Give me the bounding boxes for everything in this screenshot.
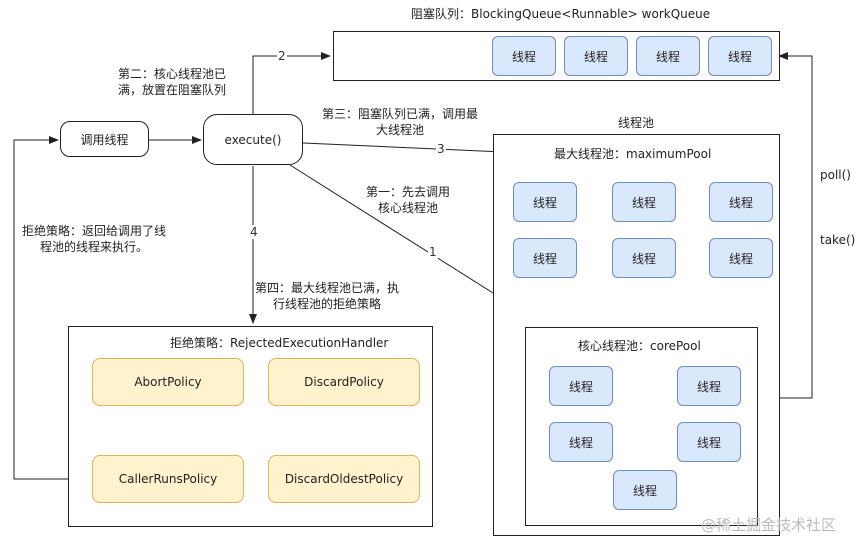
watermark: @稀土掘金技术社区 xyxy=(701,516,837,534)
core-pool-thread: 线程 xyxy=(613,470,677,510)
edge-reject xyxy=(13,136,92,480)
max-pool-title: 最大线程池：maximumPool xyxy=(554,147,712,161)
step4-label: 第四：最大线程池已满，执行线程池的拒绝策略 xyxy=(255,281,400,311)
execute-node: execute() xyxy=(203,114,303,165)
queue-thread: 线程 xyxy=(492,36,556,76)
rejection-handler-title: 拒绝策略：RejectedExecutionHandler xyxy=(170,336,389,350)
discard-oldest-policy: DiscardOldestPolicy xyxy=(268,455,420,503)
core-pool-title: 核心线程池：corePool xyxy=(578,339,701,353)
discard-policy: DiscardPolicy xyxy=(268,358,420,406)
take-label: take() xyxy=(820,233,856,247)
step1-label: 第一：先去调用核心线程池 xyxy=(366,185,451,215)
max-pool-thread: 线程 xyxy=(513,238,577,278)
edge-step2 xyxy=(252,52,331,115)
caller-thread-node: 调用线程 xyxy=(60,121,149,157)
step3-number: 3 xyxy=(436,142,446,156)
core-pool-thread: 线程 xyxy=(549,366,613,406)
blocking-queue-title: 阻塞队列：BlockingQueue<Runnable> workQueue xyxy=(411,7,711,21)
queue-thread: 线程 xyxy=(708,36,772,76)
blocking-queue xyxy=(333,31,780,81)
reject-return-label: 拒绝策略：返回给调用了线程池的线程来执行。 xyxy=(22,224,167,254)
max-pool-thread: 线程 xyxy=(709,182,773,222)
core-pool-thread: 线程 xyxy=(677,366,741,406)
max-pool-thread: 线程 xyxy=(513,182,577,222)
core-pool-thread: 线程 xyxy=(549,422,613,462)
step2-label: 第二：核心线程池已满，放置在阻塞队列 xyxy=(118,67,227,97)
max-pool-thread: 线程 xyxy=(709,238,773,278)
queue-thread: 线程 xyxy=(636,36,700,76)
abort-policy: AbortPolicy xyxy=(92,358,244,406)
step1-number: 1 xyxy=(428,245,438,259)
step3-label: 第三：阻塞队列已满，调用最大线程池 xyxy=(322,107,479,137)
edge-poll-take xyxy=(758,52,813,399)
max-pool-thread: 线程 xyxy=(612,182,676,222)
core-pool-thread: 线程 xyxy=(677,422,741,462)
step2-number: 2 xyxy=(277,49,287,63)
caller-runs-policy: CallerRunsPolicy xyxy=(92,455,244,503)
queue-thread: 线程 xyxy=(564,36,628,76)
max-pool-thread: 线程 xyxy=(612,238,676,278)
poll-label: poll() xyxy=(820,168,851,182)
step4-number: 4 xyxy=(249,225,259,239)
thread-pool-title: 线程池 xyxy=(618,116,655,130)
